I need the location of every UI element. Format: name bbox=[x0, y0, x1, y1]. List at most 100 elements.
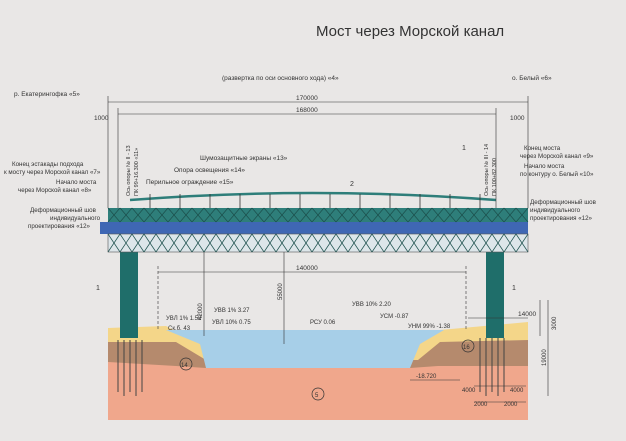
truss-member bbox=[467, 207, 481, 223]
truss-member bbox=[359, 207, 373, 223]
truss-member bbox=[311, 233, 325, 253]
truss-member bbox=[323, 207, 337, 223]
joint-left-1: Деформационный шов bbox=[30, 207, 97, 214]
truss-member bbox=[287, 207, 301, 223]
level-uvv: УВВ 1% 3.27 bbox=[214, 308, 250, 314]
truss-member bbox=[107, 233, 121, 253]
truss-member bbox=[179, 233, 193, 253]
lighting-poles bbox=[149, 194, 481, 208]
truss-member bbox=[491, 207, 505, 223]
page-title: Мост через Морской канал bbox=[316, 23, 504, 40]
level-unm: УНМ 99% -1.38 bbox=[408, 324, 451, 330]
right-piles bbox=[479, 338, 505, 396]
truss-lattice bbox=[107, 207, 529, 253]
marker-14-circle bbox=[179, 357, 193, 371]
joint-right-2: индивидуального bbox=[530, 207, 581, 214]
left-bank-label: р. Екатерингофка «5» bbox=[14, 91, 80, 98]
contour-1: Начало моста bbox=[524, 163, 565, 170]
truss-member bbox=[251, 207, 265, 223]
truss-member bbox=[203, 207, 217, 223]
marker-1-top: 1 bbox=[462, 145, 466, 152]
truss-member bbox=[335, 207, 349, 223]
truss-member bbox=[131, 207, 145, 223]
marker-2: 2 bbox=[350, 181, 354, 188]
truss-member bbox=[191, 207, 205, 223]
truss-member bbox=[371, 207, 385, 223]
truss-member bbox=[479, 207, 493, 223]
truss-member bbox=[347, 233, 361, 253]
truss-member bbox=[419, 207, 433, 223]
dim-base-a: 2000 bbox=[474, 402, 488, 408]
dim-clear-height-2: 55000 bbox=[278, 283, 284, 300]
dim-right-h2: 19000 bbox=[542, 349, 548, 366]
joint-right-3: проектирования «12» bbox=[530, 215, 593, 222]
truss-member bbox=[515, 233, 529, 253]
truss-member bbox=[359, 233, 373, 253]
truss-member bbox=[347, 207, 361, 223]
truss-member bbox=[167, 207, 181, 223]
dim-end-left: 1000 bbox=[94, 115, 109, 122]
deck-band bbox=[100, 222, 528, 234]
water-channel bbox=[200, 344, 420, 368]
pk-right-label: ПК 100+82.300 bbox=[492, 158, 498, 196]
truss-member bbox=[179, 207, 193, 223]
level-ske: Ск.б. 43 bbox=[168, 326, 191, 332]
marker-5: 5 bbox=[315, 393, 319, 399]
truss-member bbox=[299, 233, 313, 253]
left-piles bbox=[117, 340, 143, 396]
dim-pile-b: 4000 bbox=[510, 388, 524, 394]
truss-member bbox=[479, 233, 493, 253]
truss-member bbox=[503, 207, 517, 223]
truss-member bbox=[419, 233, 433, 253]
truss-member bbox=[431, 233, 445, 253]
dim-total: 170000 bbox=[296, 95, 318, 102]
truss-member bbox=[371, 233, 385, 253]
overpass-end-1: Конец эстакады подхода bbox=[12, 161, 84, 168]
right-bank-label: о. Белый «6» bbox=[512, 74, 552, 82]
bridge-end-2: через Морской канал «9» bbox=[520, 153, 594, 160]
dim-right-w: 14000 bbox=[518, 311, 536, 318]
marker-16: 16 bbox=[463, 345, 470, 351]
truss-member bbox=[227, 233, 241, 253]
level-uvl: УВЛ 1% 1.52 bbox=[166, 316, 202, 322]
level-rsu: РСУ 0.06 bbox=[310, 320, 336, 326]
truss-member bbox=[119, 207, 133, 223]
lighting-label: Опора освещения «14» bbox=[174, 167, 245, 174]
joint-right-1: Деформационный шов bbox=[530, 199, 597, 206]
axis-left-label: Ось опоры № II - 13 bbox=[126, 145, 132, 196]
truss-member bbox=[275, 207, 289, 223]
truss-member bbox=[311, 207, 325, 223]
truss-member bbox=[107, 207, 121, 223]
truss-member bbox=[143, 233, 157, 253]
dim-span: 168000 bbox=[296, 107, 318, 114]
bridge-start-1: Начало моста bbox=[56, 179, 97, 186]
dim-end-right: 1000 bbox=[510, 115, 525, 122]
joint-left-3: проектирования «12» bbox=[28, 223, 91, 230]
truss-member bbox=[299, 207, 313, 223]
bottom-level: -18.720 bbox=[416, 374, 437, 380]
truss-member bbox=[455, 233, 469, 253]
marker-14: 14 bbox=[181, 363, 188, 369]
dim-pile-a: 4000 bbox=[462, 388, 476, 394]
level-uvl10: УВЛ 10% 0.75 bbox=[212, 320, 251, 326]
railing-line bbox=[129, 191, 497, 202]
truss-member bbox=[263, 233, 277, 253]
level-usm: УСМ -0.87 bbox=[380, 314, 409, 320]
truss-member bbox=[491, 233, 505, 253]
water-area bbox=[166, 330, 444, 344]
truss-member bbox=[143, 207, 157, 223]
pk-left-label: ПК 99+16.300 «11» bbox=[134, 148, 140, 196]
truss-member bbox=[239, 207, 253, 223]
truss-member bbox=[251, 233, 265, 253]
overpass-end-2: к мосту через Морской канал «7» bbox=[4, 169, 101, 176]
dim-base-b: 2000 bbox=[504, 402, 518, 408]
truss-member bbox=[431, 207, 445, 223]
truss-member bbox=[383, 207, 397, 223]
truss-member bbox=[215, 233, 229, 253]
truss-member bbox=[155, 233, 169, 253]
left-pier bbox=[120, 240, 138, 338]
dim-clear-span: 140000 bbox=[296, 265, 318, 272]
truss-member bbox=[407, 233, 421, 253]
